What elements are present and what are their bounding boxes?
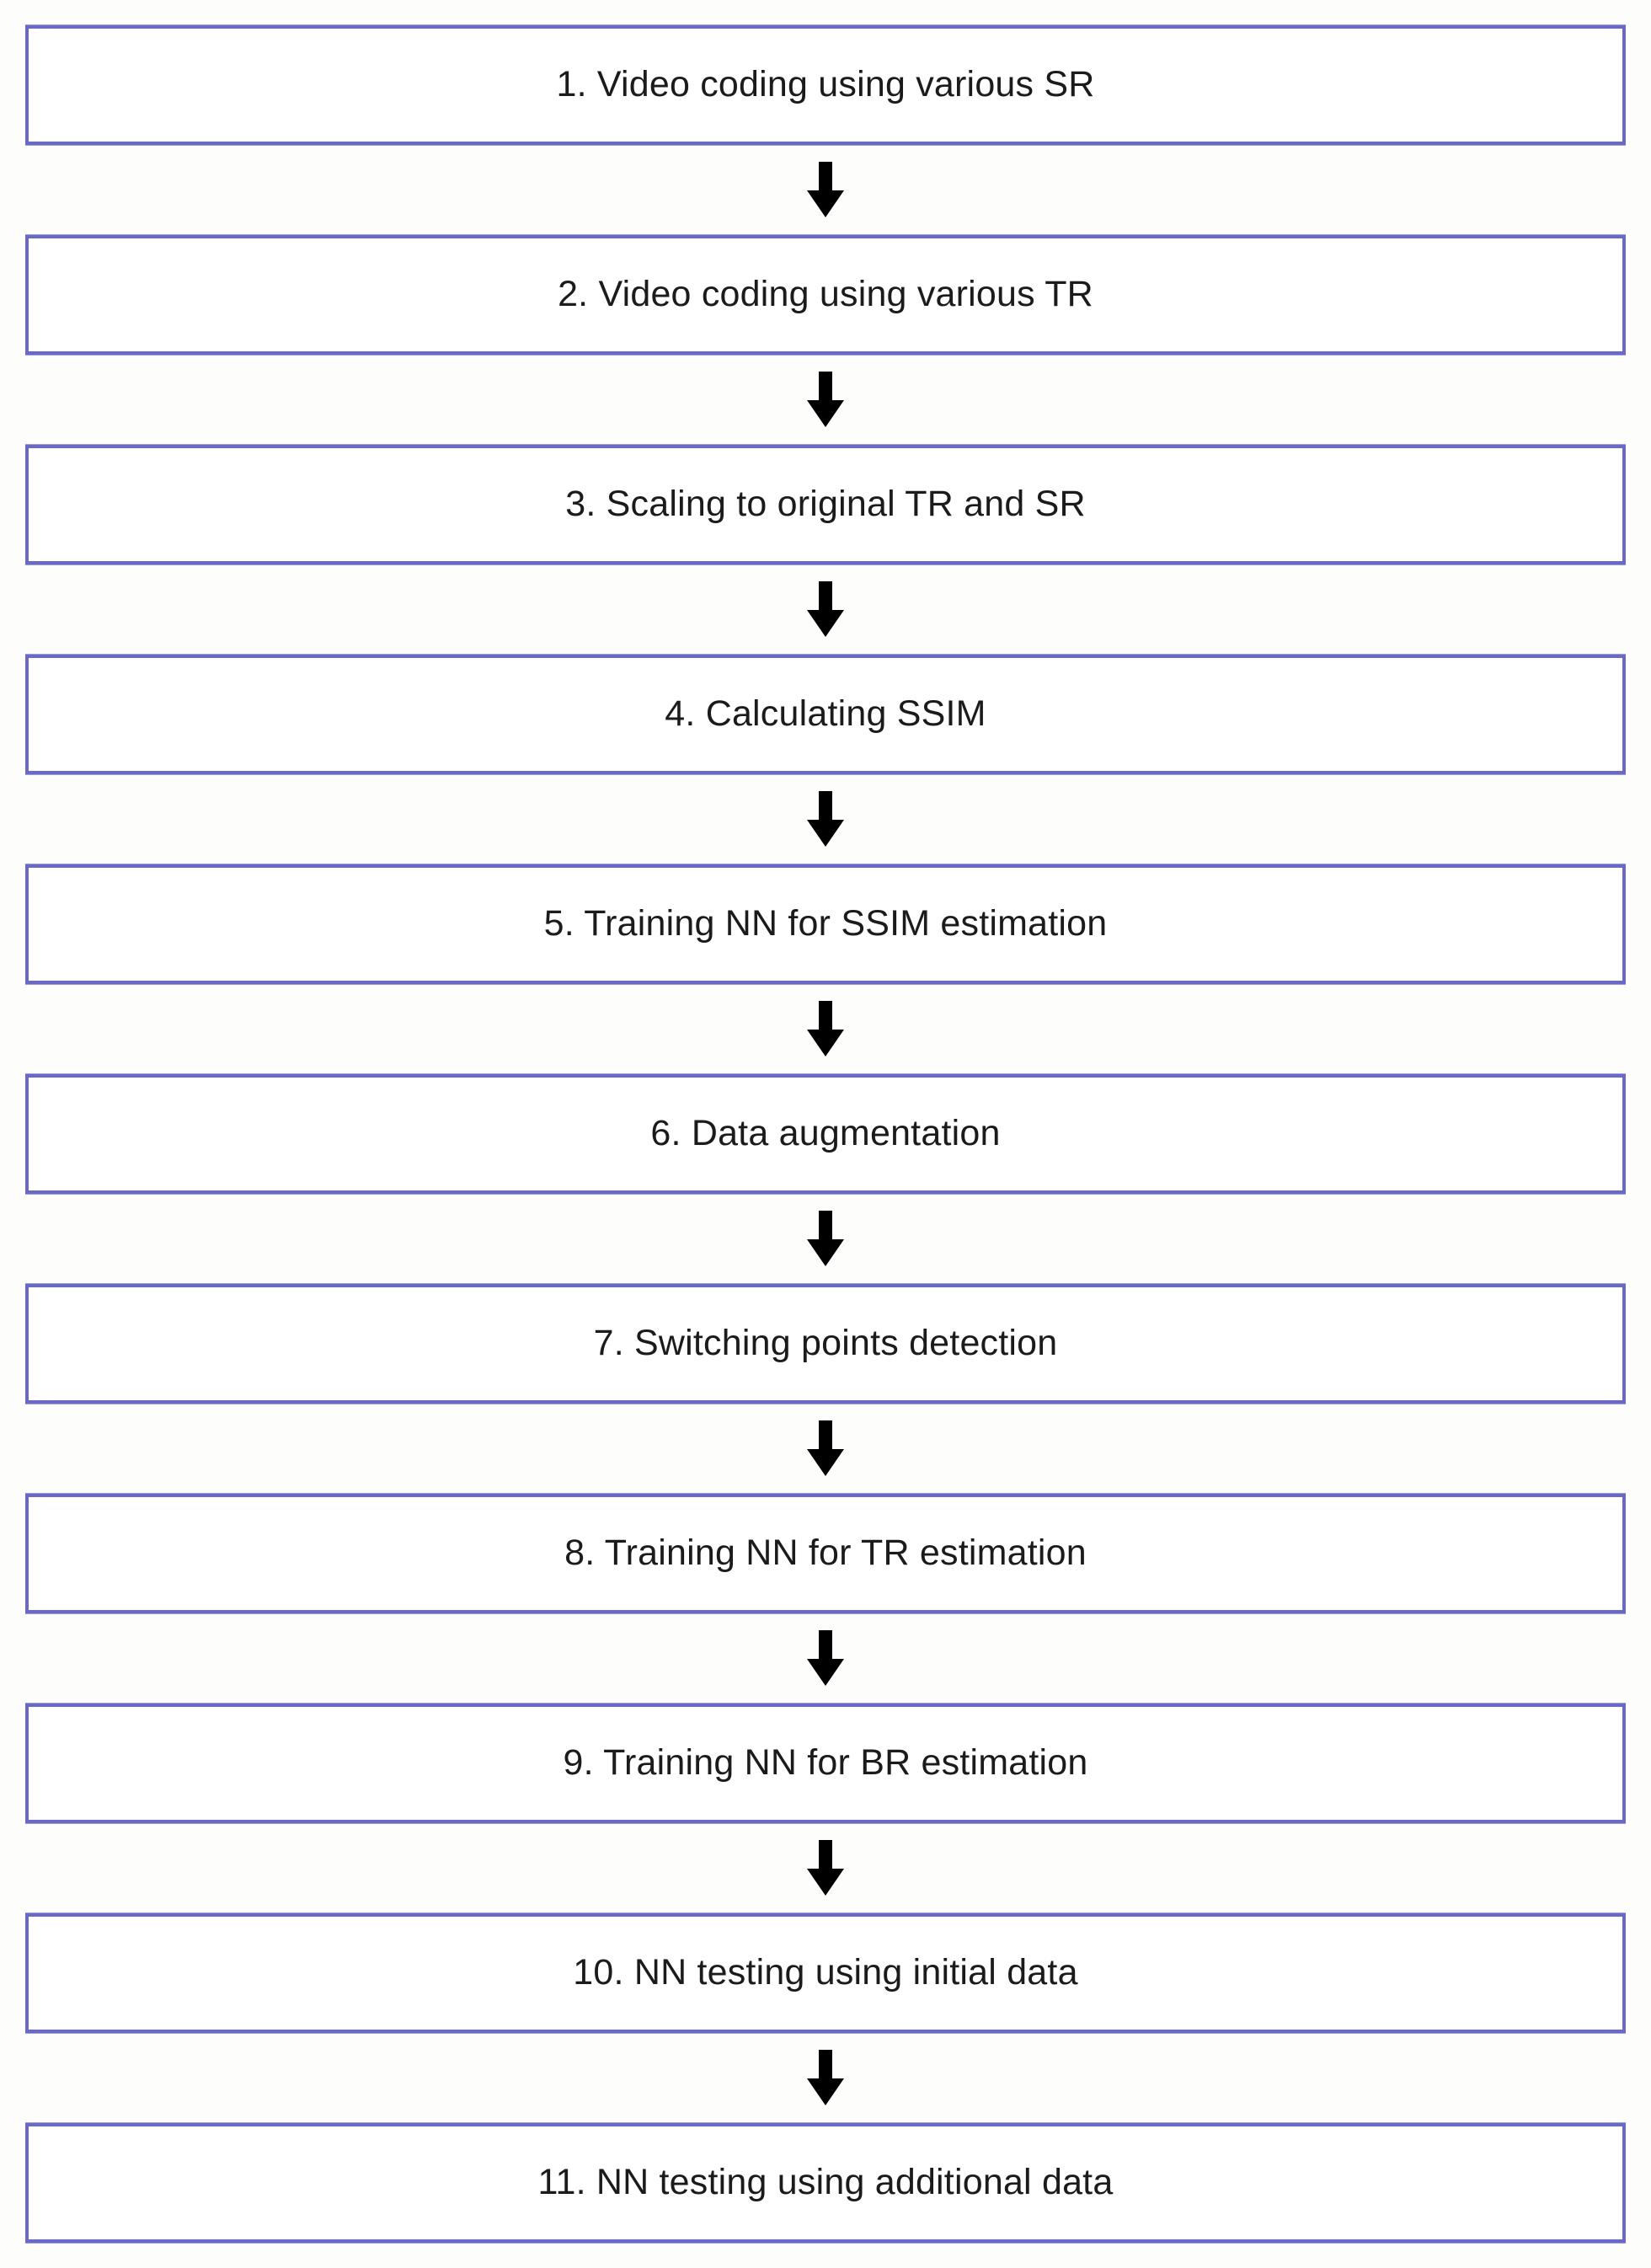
- flow-step-9-label: 9. Training NN for BR estimation: [563, 1742, 1088, 1784]
- arrow-down-icon: [804, 790, 847, 848]
- flow-step-4: 4. Calculating SSIM: [25, 655, 1626, 774]
- flow-connector-10-11: [25, 2033, 1626, 2123]
- flow-step-7: 7. Switching points detection: [25, 1284, 1626, 1404]
- flow-step-3: 3. Scaling to original TR and SR: [25, 445, 1626, 564]
- arrow-down-icon: [804, 2049, 847, 2107]
- arrow-down-icon: [804, 1839, 847, 1897]
- flow-connector-2-3: [25, 355, 1626, 445]
- flow-step-8-label: 8. Training NN for TR estimation: [564, 1533, 1087, 1574]
- flow-step-8: 8. Training NN for TR estimation: [25, 1494, 1626, 1613]
- arrow-down-icon: [804, 580, 847, 639]
- flow-step-2-label: 2. Video coding using various TR: [558, 274, 1093, 315]
- arrow-down-icon: [804, 161, 847, 219]
- flow-step-10-label: 10. NN testing using initial data: [573, 1952, 1078, 1993]
- flow-connector-5-6: [25, 984, 1626, 1074]
- flow-step-3-label: 3. Scaling to original TR and SR: [565, 484, 1086, 525]
- flow-connector-9-10: [25, 1823, 1626, 1913]
- flow-step-9: 9. Training NN for BR estimation: [25, 1704, 1626, 1823]
- flow-step-4-label: 4. Calculating SSIM: [665, 693, 986, 735]
- flow-step-11: 11. NN testing using additional data: [25, 2123, 1626, 2243]
- flow-connector-6-7: [25, 1194, 1626, 1284]
- flow-connector-4-5: [25, 774, 1626, 864]
- arrow-down-icon: [804, 1210, 847, 1268]
- flow-step-1: 1. Video coding using various SR: [25, 25, 1626, 145]
- flow-step-5: 5. Training NN for SSIM estimation: [25, 864, 1626, 984]
- flow-step-6: 6. Data augmentation: [25, 1074, 1626, 1194]
- flow-step-10: 10. NN testing using initial data: [25, 1913, 1626, 2033]
- flow-step-5-label: 5. Training NN for SSIM estimation: [543, 903, 1108, 944]
- flow-connector-3-4: [25, 564, 1626, 655]
- arrow-down-icon: [804, 1629, 847, 1688]
- flow-connector-7-8: [25, 1404, 1626, 1494]
- flow-step-2: 2. Video coding using various TR: [25, 235, 1626, 355]
- flow-step-11-label: 11. NN testing using additional data: [537, 2162, 1114, 2203]
- flow-step-6-label: 6. Data augmentation: [650, 1113, 1001, 1154]
- arrow-down-icon: [804, 371, 847, 429]
- flow-connector-8-9: [25, 1613, 1626, 1704]
- flow-connector-1-2: [25, 145, 1626, 235]
- flow-step-7-label: 7. Switching points detection: [593, 1323, 1058, 1364]
- arrow-down-icon: [804, 1420, 847, 1478]
- arrow-down-icon: [804, 1000, 847, 1058]
- flow-step-1-label: 1. Video coding using various SR: [556, 64, 1095, 105]
